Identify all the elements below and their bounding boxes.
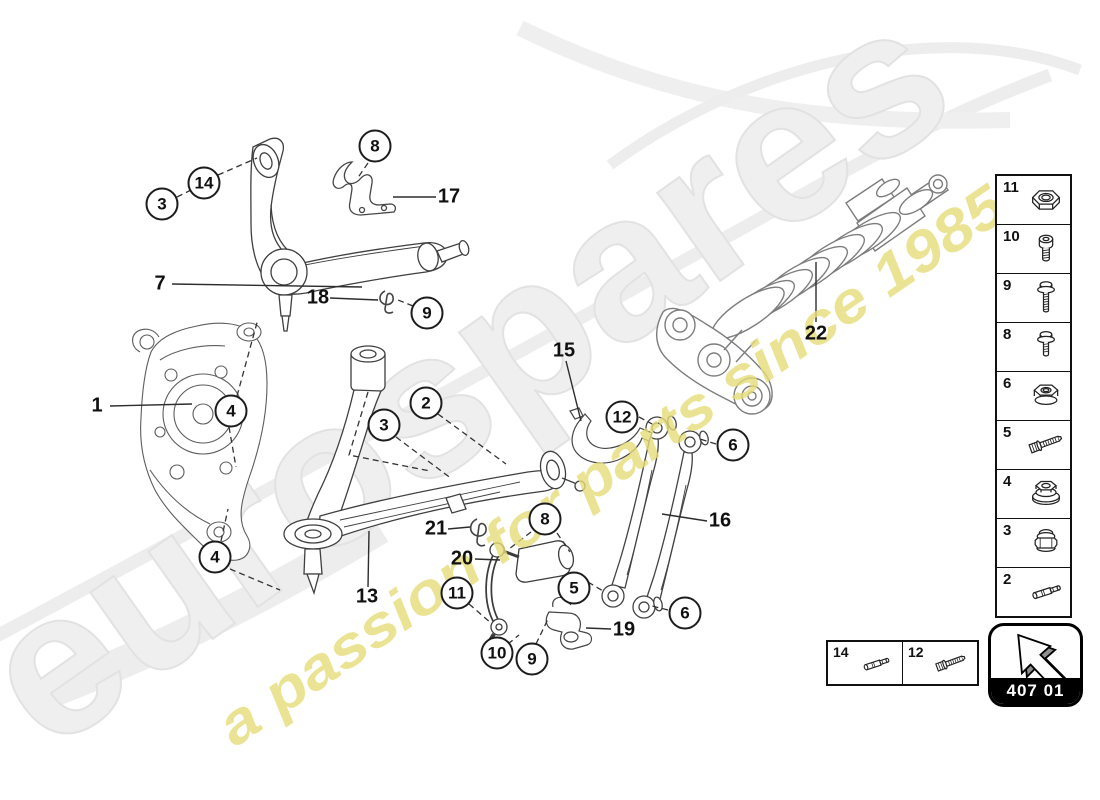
part-label-18[interactable]: 18 [306,286,330,309]
flange-nut-washer-icon [1032,480,1060,506]
sidebar-item-11[interactable]: 11 [997,176,1070,225]
leader-lines-solid [109,196,817,630]
socket-bolt-icon [1038,234,1054,262]
footer-item-14[interactable]: 14 [828,642,903,684]
footer-item-12[interactable]: 12 [903,642,977,684]
part-callout-8[interactable]: 8 [358,129,392,163]
bracket-19-drawing [545,596,593,650]
dowel-pin-icon [1031,584,1062,600]
sidebar-item-2[interactable]: 2 [997,568,1070,616]
part-callout-14[interactable]: 14 [187,166,221,200]
part-label-17[interactable]: 17 [437,185,461,208]
part-callout-12[interactable]: 12 [605,400,639,434]
part-callout-11[interactable]: 11 [440,576,474,610]
footer-item-number: 12 [908,644,924,660]
upper-control-arm-drawing [250,137,470,332]
part-callout-4[interactable]: 4 [198,540,232,574]
back-arrow-icon[interactable] [991,626,1080,696]
page-code: 407 01 [991,678,1080,704]
sidebar-item-number: 2 [1003,571,1012,588]
part-label-21[interactable]: 21 [424,517,448,540]
knuckle-drawing [132,322,268,561]
fastener-footer-box: 14 12 [826,640,979,686]
page-code-badge: 407 01 [988,623,1083,707]
flanged-bolt-icon [1037,330,1055,357]
part-label-15[interactable]: 15 [552,339,576,362]
sidebar-item-number: 3 [1003,522,1012,539]
bracket-17-drawing [332,161,397,216]
part-callout-9[interactable]: 9 [515,642,549,676]
part-label-7[interactable]: 7 [154,272,166,295]
clip-18-drawing [379,290,394,314]
hex-bolt-long-icon [934,652,967,673]
part-label-13[interactable]: 13 [355,585,379,608]
sidebar-item-number: 9 [1003,277,1012,294]
part-callout-3[interactable]: 3 [145,187,179,221]
leader-lines-dashed [176,157,717,645]
part-callout-6[interactable]: 6 [716,428,750,462]
part-label-20[interactable]: 20 [450,547,474,570]
sidebar-item-number: 4 [1003,473,1012,490]
sidebar-item-number: 11 [1003,179,1019,196]
flange-lock-nut-icon [1032,190,1060,210]
sidebar-item-4[interactable]: 4 [997,470,1070,519]
sidebar-item-number: 5 [1003,424,1012,441]
footer-item-number: 14 [833,644,849,660]
heat-shield-drawing [569,407,653,464]
flange-nut-icon [1033,384,1059,405]
part-label-22[interactable]: 22 [804,322,828,345]
part-callout-2[interactable]: 2 [409,386,443,420]
hex-bolt-long-icon [1028,432,1064,455]
sidebar-item-10[interactable]: 10 [997,225,1070,274]
sidebar-item-3[interactable]: 3 [997,519,1070,568]
part-callout-4[interactable]: 4 [214,394,248,428]
part-callout-6[interactable]: 6 [668,596,702,630]
part-label-19[interactable]: 19 [612,618,636,641]
shock-absorber-drawing [656,174,949,415]
clip-21-drawing [469,518,487,547]
sidebar-item-8[interactable]: 8 [997,323,1070,372]
sidebar-item-5[interactable]: 5 [997,421,1070,470]
lower-control-arm-drawing [283,345,586,596]
flanged-bolt-long-icon [1037,281,1055,313]
lock-nut-icon [1034,529,1058,552]
part-callout-3[interactable]: 3 [367,408,401,442]
part-label-1[interactable]: 1 [91,394,103,417]
part-callout-5[interactable]: 5 [557,571,591,605]
part-callout-8[interactable]: 8 [528,502,562,536]
part-callout-9[interactable]: 9 [410,296,444,330]
watermark-swoosh [0,20,1082,715]
sidebar-item-number: 10 [1003,228,1020,245]
sidebar-item-number: 6 [1003,375,1012,392]
sidebar-item-6[interactable]: 6 [997,372,1070,421]
part-label-16[interactable]: 16 [708,509,732,532]
sidebar-item-9[interactable]: 9 [997,274,1070,323]
sidebar-item-number: 8 [1003,326,1012,343]
dowel-pin-icon [863,656,891,671]
part-callout-10[interactable]: 10 [480,636,514,670]
fastener-sidebar: 11 10 9 8 6 5 4 3 2 [995,174,1072,618]
